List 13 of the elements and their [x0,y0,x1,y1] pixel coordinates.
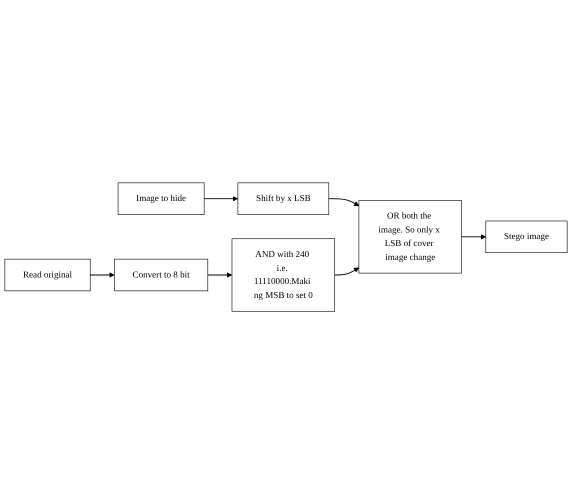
node-box: Image to hide [118,182,204,216]
node-box: Shift by x LSB [238,182,330,216]
arrow [207,272,232,278]
node-box: AND with 240 i.e. 11110000.Maki ng MSB to set 0 [232,238,336,312]
arrow [334,268,360,276]
arrow [461,234,486,240]
arrow [90,272,115,278]
arrow [328,198,360,207]
node-box: Convert to 8 bit [114,259,208,292]
arrow [204,196,238,202]
node-box: Read original [4,259,91,292]
node-box: OR both the image. So only x LSB of cover image change [358,200,462,274]
node-box: Stego image [486,221,568,254]
